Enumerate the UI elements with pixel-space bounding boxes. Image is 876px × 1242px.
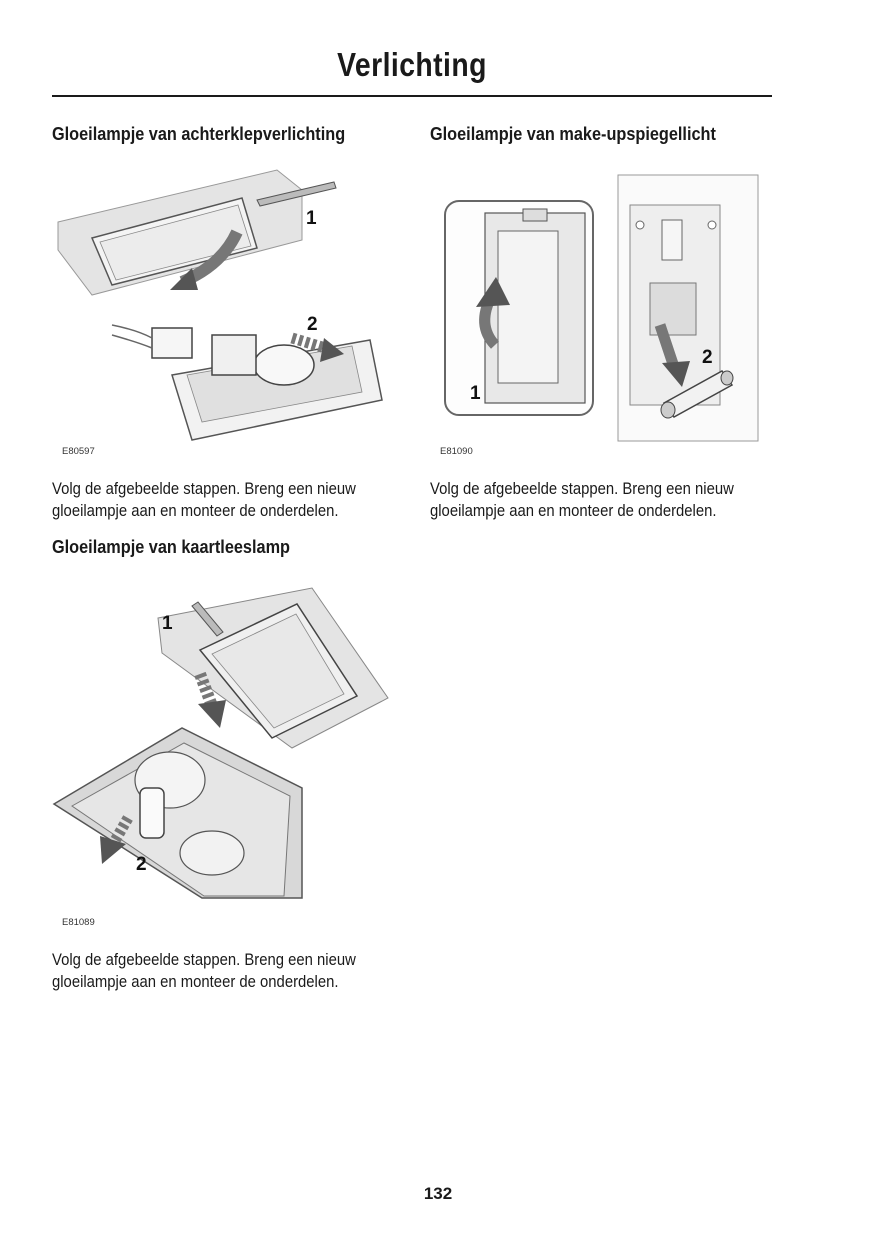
page-title: Verlichting bbox=[337, 46, 487, 83]
callout-1: 1 bbox=[162, 613, 173, 634]
callout-2: 2 bbox=[702, 347, 713, 368]
section-heading-vanity: Gloeilampje van make-upspiegellicht bbox=[430, 123, 716, 144]
figure-code-tailgate: E80597 bbox=[62, 446, 95, 457]
figure-code-map-lamp: E81089 bbox=[62, 917, 95, 928]
callout-1: 1 bbox=[306, 208, 317, 229]
title-rule bbox=[52, 95, 772, 97]
callout-2: 2 bbox=[136, 854, 147, 875]
section-heading-map-lamp: Gloeilampje van kaartleeslamp bbox=[52, 536, 290, 557]
body-text-vanity: Volg de afgebeelde stappen. Breng een ni… bbox=[430, 480, 734, 520]
figure-code-vanity: E81090 bbox=[440, 446, 473, 457]
figure-map-lamp: 1 2 bbox=[52, 578, 392, 900]
page-number: 132 bbox=[423, 1184, 453, 1203]
body-text-map-lamp: Volg de afgebeelde stappen. Breng een ni… bbox=[52, 951, 356, 991]
figure-vanity-lamp: 2 1 bbox=[440, 165, 762, 447]
callout-2: 2 bbox=[307, 314, 318, 335]
body-text-tailgate: Volg de afgebeelde stappen. Breng een ni… bbox=[52, 480, 356, 520]
figure-tailgate-lamp: 1 2 bbox=[52, 160, 392, 458]
section-heading-tailgate: Gloeilampje van achterklepverlichting bbox=[52, 123, 346, 144]
callout-1: 1 bbox=[470, 383, 481, 404]
